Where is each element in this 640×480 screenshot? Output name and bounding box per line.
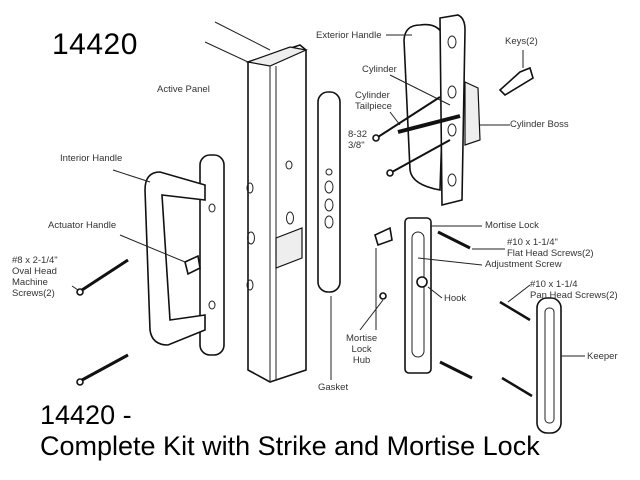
keeper [536, 297, 585, 434]
caption-line-2: Complete Kit with Strike and Mortise Loc… [40, 431, 540, 461]
label-actuator-handle: Actuator Handle [48, 220, 117, 231]
gasket [317, 91, 341, 380]
label-gasket: Gasket [318, 382, 349, 393]
pan-head-screws [499, 284, 533, 398]
part-number-title: 14420 [52, 28, 138, 61]
label-keys: Keys(2) [505, 36, 538, 47]
label-cylinder-boss: Cylinder Boss [510, 119, 569, 130]
label-cylinder: Cylinder [362, 64, 397, 75]
exterior-handle [386, 14, 510, 207]
label-hook: Hook [444, 293, 467, 304]
mortise-lock [359, 217, 483, 374]
flat-head-screws [437, 230, 505, 380]
caption-line-1: 14420 - [40, 400, 132, 430]
keys [498, 50, 534, 97]
label-interior-handle: Interior Handle [60, 153, 123, 164]
cylinder-screws [372, 96, 451, 177]
label-adjustment-screw: Adjustment Screw [485, 259, 562, 270]
caption: 14420 - Complete Kit with Strike and Mor… [40, 400, 540, 462]
machine-screws [71, 258, 129, 386]
label-keeper: Keeper [587, 351, 618, 362]
label-mortise-lock: Mortise Lock [485, 220, 539, 231]
active-panel [204, 21, 309, 383]
label-active-panel: Active Panel [157, 84, 210, 95]
interior-handle [112, 154, 225, 356]
label-flat-head-screws: #10 x 1-1/4"Flat Head Screws(2) [507, 237, 594, 259]
label-exterior-handle: Exterior Handle [316, 30, 382, 41]
